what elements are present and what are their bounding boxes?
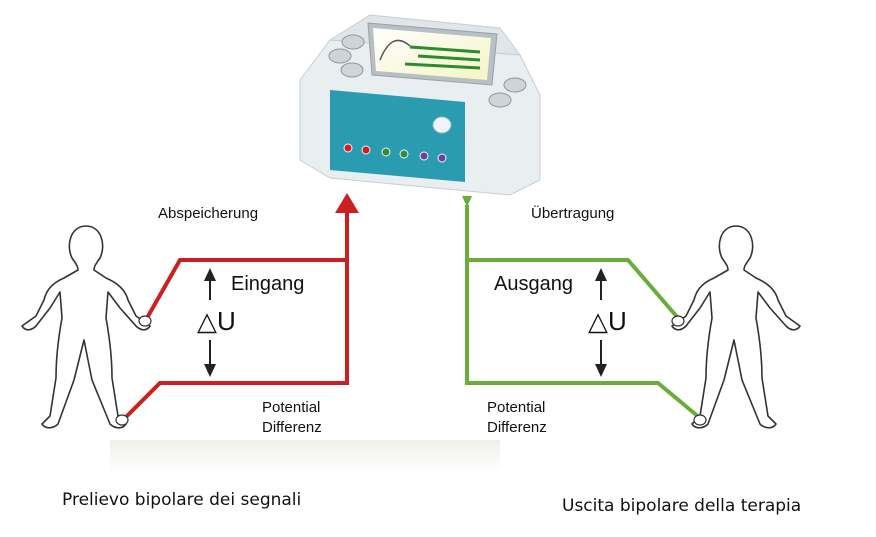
label-delta-u-left: △U — [197, 306, 236, 336]
human-figure-icon-left — [21, 225, 151, 429]
caption-right: Uscita bipolare della terapia — [562, 496, 802, 516]
device-knob-icon — [328, 34, 527, 108]
potential-line1: Potential — [262, 399, 321, 416]
input-signal-line — [123, 205, 349, 420]
label-delta-u-right: △U — [588, 306, 627, 336]
delta-arrow-left — [204, 268, 216, 377]
label-ausgang: Ausgang — [494, 273, 573, 295]
human-figure-icon-right — [671, 225, 801, 429]
output-signal-line — [465, 205, 702, 420]
caption-left: Prelievo bipolare dei segnali — [62, 490, 302, 510]
therapy-device — [299, 14, 541, 196]
floor-shadow — [110, 440, 500, 472]
label-eingang: Eingang — [231, 273, 305, 295]
electrode-icon — [115, 315, 707, 426]
potential-line1: Potential — [487, 399, 546, 416]
differenz-line2: Differenz — [487, 419, 547, 436]
label-potential-differenz-right: Potential Differenz — [487, 398, 547, 438]
differenz-line2: Differenz — [262, 419, 322, 436]
device-jack-icon — [343, 143, 447, 163]
delta-arrow-right — [595, 268, 607, 377]
device-screen — [367, 22, 498, 86]
label-potential-differenz-left: Potential Differenz — [262, 398, 322, 438]
connector-icon — [462, 196, 472, 207]
label-uebertragung: Übertragung — [531, 205, 615, 222]
device-front-panel — [330, 90, 465, 182]
arrow-up-icon — [335, 193, 359, 213]
label-abspeicherung: Abspeicherung — [158, 205, 259, 222]
